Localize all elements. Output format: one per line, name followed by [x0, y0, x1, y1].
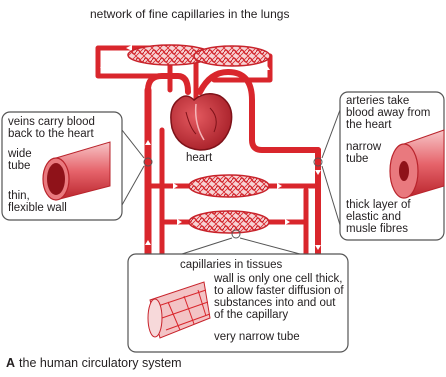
veins-wall-2: flexible wall [8, 202, 67, 215]
arteries-layer-1: thick layer of [346, 199, 411, 212]
heart-shape [171, 94, 232, 150]
arteries-heading-3: the heart [346, 119, 391, 132]
arteries-heading-2: blood away from [346, 107, 430, 120]
capillary-tube-end [148, 299, 162, 337]
veins-heading-1: veins carry blood [8, 116, 95, 129]
lung-capillaries-label: network of fine capillaries in the lungs [90, 8, 289, 21]
arteries-narrow-1: narrow [346, 141, 381, 154]
upper-tissue-capillaries [189, 175, 269, 197]
heart-illustration [171, 94, 232, 150]
capillaries-wall-1: wall is only one cell thick, [214, 273, 342, 286]
capillaries-narrow: very narrow tube [214, 331, 300, 344]
arteries-narrow-2: tube [346, 153, 368, 166]
arteries-layer-3: musle fibres [346, 223, 408, 236]
veins-wide-1: wide [8, 148, 32, 161]
veins-heading-2: back to the heart [8, 128, 94, 141]
caption-text: the human circulatory system [19, 356, 182, 370]
lower-tissue-capillaries [189, 211, 269, 233]
capillary-pointer [182, 238, 300, 254]
caption-letter: A [6, 356, 15, 370]
capillaries-heading: capillaries in tissues [180, 259, 282, 272]
veins-wide-2: tube [8, 160, 30, 173]
arrow-lung-left [100, 62, 108, 68]
capillaries-wall-3: substances into and out [214, 297, 335, 310]
heart-label: heart [186, 152, 212, 165]
artery-pointer [322, 110, 340, 225]
veins-wall-1: thin, [8, 190, 30, 203]
vein-pointer [122, 130, 144, 205]
capillaries-wall-2: to allow faster diffusion of [214, 285, 344, 298]
arteries-layer-2: elastic and [346, 211, 401, 224]
arteries-heading-1: arteries take [346, 95, 409, 108]
capillaries-wall-4: of the capillary [214, 309, 288, 322]
artery-lumen [399, 161, 409, 181]
lung-capillaries-right [194, 46, 270, 66]
vein-lumen [47, 163, 65, 195]
